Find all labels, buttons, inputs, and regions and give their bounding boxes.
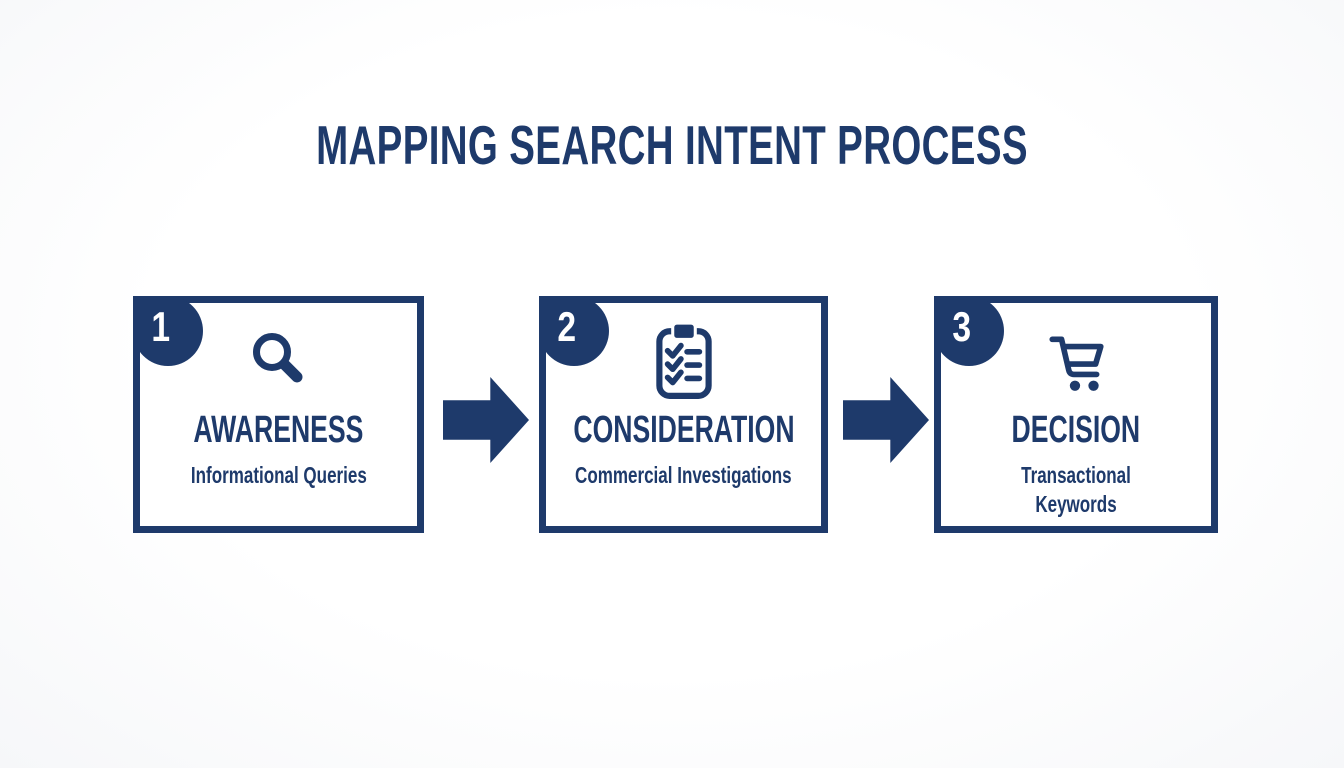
step-title: DECISION [1011, 409, 1141, 451]
step-number-badge: 3 [934, 296, 1004, 366]
arrow-right-icon [843, 377, 929, 463]
step-number: 2 [557, 303, 577, 350]
step-subtitle: Transactional Keywords [1021, 462, 1131, 517]
arrow-right-icon [443, 377, 529, 463]
step-number: 3 [952, 303, 972, 350]
step-title: AWARENESS [193, 409, 364, 451]
step-subtitle: Commercial Investigations [575, 462, 792, 488]
clipboard-checklist-icon [653, 313, 715, 409]
step-title: CONSIDERATION [572, 409, 795, 451]
step-subtitle: Informational Queries [190, 462, 367, 488]
step-box-consideration: 2 CONSIDERATION Commercial Investigation… [539, 296, 828, 533]
step-number: 1 [151, 303, 171, 350]
step-number-badge: 1 [133, 296, 203, 366]
step-box-awareness: 1 AWARENESS Informational Queries [133, 296, 424, 533]
magnifier-icon [247, 313, 311, 409]
step-number-badge: 2 [539, 296, 609, 366]
page-title: MAPPING SEARCH INTENT PROCESS [316, 114, 1028, 176]
step-box-decision: 3 DECISION Transactional Keywords [934, 296, 1218, 533]
shopping-cart-icon [1043, 313, 1109, 409]
